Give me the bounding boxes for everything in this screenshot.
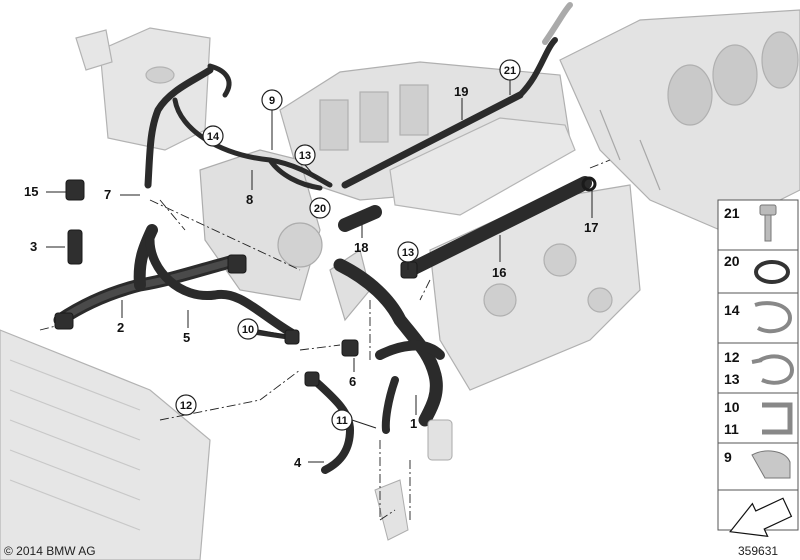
- label-15[interactable]: 15: [24, 184, 66, 199]
- hoses: [53, 2, 592, 474]
- label-18-text: 18: [354, 240, 368, 255]
- o-ring-icon: [754, 260, 790, 284]
- callout-14-text: 14: [207, 131, 220, 143]
- callout-14[interactable]: 14: [202, 125, 224, 147]
- label-7-text: 7: [104, 187, 111, 202]
- hose-part-16: [403, 176, 592, 277]
- label-15-text: 15: [24, 184, 38, 199]
- legend-12-text: 12: [724, 349, 740, 365]
- callout-12-text: 12: [180, 400, 192, 412]
- spring-clamp-icon: [751, 354, 795, 385]
- expansion-tank: [75, 27, 211, 151]
- legend-row-20[interactable]: 20: [724, 253, 790, 284]
- legend-13-text: 13: [724, 371, 740, 387]
- legend-row-12-13[interactable]: 12 13: [724, 349, 795, 387]
- label-6[interactable]: 6: [349, 358, 356, 389]
- label-4[interactable]: 4: [294, 455, 324, 470]
- callout-13-lower-text: 13: [402, 247, 414, 259]
- label-8-text: 8: [246, 192, 253, 207]
- hose-clamp-icon: [754, 301, 793, 334]
- label-8[interactable]: 8: [246, 170, 253, 207]
- hose-part-5: [145, 235, 300, 340]
- legend-11-text: 11: [724, 421, 739, 437]
- callout-20-text: 20: [314, 203, 326, 215]
- legend-20-text: 20: [724, 253, 740, 269]
- callout-20[interactable]: 20: [309, 197, 331, 219]
- callout-10[interactable]: 10: [237, 318, 286, 340]
- label-18[interactable]: 18: [354, 225, 368, 255]
- direction-arrow-icon: [729, 497, 793, 538]
- pipe-fitting-bottom: [374, 479, 409, 541]
- hose-part-4: [308, 374, 354, 474]
- legend-14-text: 14: [724, 302, 740, 318]
- callout-21-text: 21: [504, 65, 516, 77]
- clip-icon: [762, 402, 793, 435]
- legend-row-10-11[interactable]: 10 11: [724, 399, 793, 437]
- label-5[interactable]: 5: [183, 310, 190, 345]
- legend-9-text: 9: [724, 449, 732, 465]
- callout-11-text: 11: [336, 415, 348, 427]
- callout-9[interactable]: 9: [261, 89, 283, 150]
- legend-row-14[interactable]: 14: [724, 301, 793, 334]
- label-2-text: 2: [117, 320, 124, 335]
- callout-13-lower[interactable]: 13: [397, 241, 419, 270]
- legend-10-text: 10: [724, 399, 740, 415]
- small-parts: [54, 176, 597, 461]
- callout-9-text: 9: [269, 95, 275, 107]
- legend-row-9[interactable]: 9: [724, 449, 791, 479]
- bolt-icon: [759, 204, 777, 242]
- label-3-text: 3: [30, 239, 37, 254]
- hose-part-7: [144, 66, 214, 189]
- part-15-sensor: [65, 179, 85, 201]
- label-16-text: 16: [492, 265, 506, 280]
- radiator: [0, 329, 211, 560]
- label-17-text: 17: [584, 220, 598, 235]
- engine-block: [559, 9, 800, 231]
- callout-13-upper-text: 13: [299, 150, 311, 162]
- diagram-number: 359631: [738, 544, 778, 558]
- hose-part-19: [341, 91, 524, 189]
- part-3-sensor: [67, 229, 83, 265]
- label-3[interactable]: 3: [30, 239, 65, 254]
- cylinder-head-lower: [429, 184, 641, 391]
- label-2[interactable]: 2: [117, 300, 124, 335]
- holder-clip-icon: [751, 450, 791, 479]
- callout-12[interactable]: 12: [175, 394, 197, 416]
- callout-10-text: 10: [242, 324, 254, 336]
- label-1[interactable]: 1: [410, 395, 417, 431]
- legend-panel: 21 20 14 12 13 10 11 9: [717, 199, 799, 538]
- label-7[interactable]: 7: [104, 187, 140, 202]
- leader-lines: [39, 159, 611, 521]
- callout-13-upper[interactable]: 13: [294, 144, 319, 181]
- label-19[interactable]: 19: [454, 84, 468, 120]
- callout-21[interactable]: 21: [499, 59, 521, 95]
- label-5-text: 5: [183, 330, 190, 345]
- callout-11[interactable]: 11: [331, 409, 377, 431]
- copyright-text: © 2014 BMW AG: [4, 544, 96, 558]
- label-17[interactable]: 17: [584, 190, 598, 235]
- label-19-text: 19: [454, 84, 468, 99]
- label-4-text: 4: [294, 455, 302, 470]
- valve-cover: [389, 117, 576, 216]
- label-6-text: 6: [349, 374, 356, 389]
- legend-row-21[interactable]: 21: [724, 204, 777, 242]
- label-1-text: 1: [410, 416, 417, 431]
- legend-21-text: 21: [724, 205, 740, 221]
- label-16[interactable]: 16: [492, 235, 506, 280]
